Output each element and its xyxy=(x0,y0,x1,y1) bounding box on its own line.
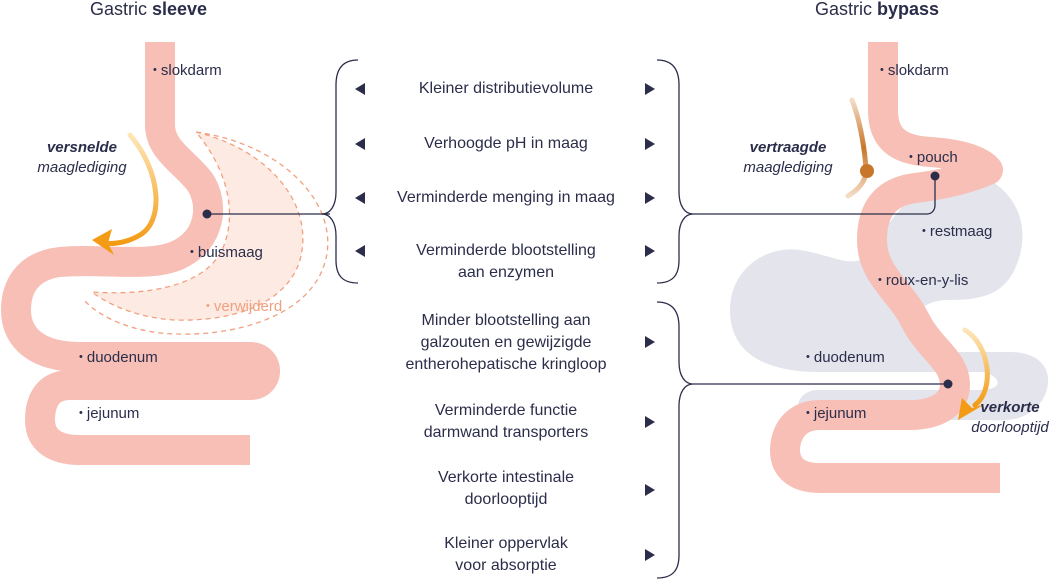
sleeve-gut xyxy=(1,42,280,465)
bypass-arrowhead xyxy=(958,398,985,420)
label-sleeve-removed: verwijderd xyxy=(206,298,282,317)
sleeve-title-bold: sleeve xyxy=(152,0,208,19)
removed-stomach-region xyxy=(89,130,304,321)
removed-stomach-outer-dash xyxy=(83,131,329,335)
bypass-transit-arrow xyxy=(962,327,990,408)
sleeve-note-bold: versnelde xyxy=(46,139,118,156)
bypass-title-prefix: Gastric xyxy=(815,0,878,19)
bypass-effect-4: Kleiner oppervlak voor absorptie xyxy=(375,533,637,577)
bypass-effect-4-line1: Kleiner oppervlak xyxy=(444,535,568,552)
bypass-effect-2-line1: Verminderde functie xyxy=(434,402,578,419)
triangle-right-3 xyxy=(645,192,655,204)
bypass-effect-1-line3: entherohepatische kringloop xyxy=(405,356,607,373)
label-sleeve-tube-stomach: buismaag xyxy=(190,244,263,263)
bypass-note-italic: maaglediging xyxy=(743,159,833,176)
label-bypass-remnant: restmaag xyxy=(922,223,993,242)
triangle-bypass-4 xyxy=(645,549,655,561)
bypass-limb-joint xyxy=(860,164,874,178)
bypass-limb-line xyxy=(845,97,869,199)
sleeve-emptying-arrow xyxy=(102,132,159,246)
sleeve-title: Gastric sleeve xyxy=(90,0,207,20)
bypass-effect-3-line1: Verkorte intestinale xyxy=(437,469,575,486)
bypass-effect-1-line1: Minder blootstelling aan xyxy=(421,312,591,329)
bypass-title-bold: bypass xyxy=(877,0,940,19)
sleeve-title-prefix: Gastric xyxy=(90,0,153,19)
bypass-effect-1-line2: galzouten en gewijzigde xyxy=(420,334,592,351)
sleeve-arrowhead xyxy=(92,229,114,255)
shared-effects-bracket-right xyxy=(656,59,694,284)
triangle-right-4 xyxy=(645,245,655,257)
shared-effect-1-line1: Kleiner distributievolume xyxy=(418,80,594,97)
label-bypass-roux-limb: roux-en-y-lis xyxy=(878,272,969,291)
label-bypass-pouch: pouch xyxy=(909,149,958,168)
label-bypass-esophagus: slokdarm xyxy=(880,62,949,81)
shared-effect-2-line1: Verhoogde pH in maag xyxy=(424,135,588,152)
bypass-effect-2-line2: darmwand transporters xyxy=(423,424,589,441)
shared-effect-4-line1: Verminderde blootstelling xyxy=(416,242,596,259)
label-sleeve-duodenum: duodenum xyxy=(79,349,158,368)
bypass-transit-note: verkorte doorlooptijd xyxy=(960,398,1060,438)
triangle-left-4 xyxy=(355,245,365,257)
triangle-left-3 xyxy=(355,192,365,204)
triangle-bypass-3 xyxy=(645,484,655,496)
shared-effect-3: Verminderde menging in maag xyxy=(375,187,637,209)
bypass-note-bold: vertraagde xyxy=(749,139,827,156)
bypass-pouch-connector xyxy=(693,176,936,215)
bypass-note2-italic: doorlooptijd xyxy=(971,419,1049,436)
bypass-effect-2: Verminderde functie darmwand transporter… xyxy=(375,400,637,444)
shared-effect-3-line1: Verminderde menging in maag xyxy=(397,189,615,206)
shared-effect-2: Verhoogde pH in maag xyxy=(375,133,637,155)
bypass-effect-1: Minder blootstelling aan galzouten en ge… xyxy=(375,310,637,376)
triangle-bypass-1 xyxy=(645,336,655,348)
shared-effect-1: Kleiner distributievolume xyxy=(375,78,637,100)
label-sleeve-esophagus: slokdarm xyxy=(153,62,222,81)
label-bypass-jejunum: jejunum xyxy=(806,405,867,424)
label-sleeve-jejunum: jejunum xyxy=(79,405,140,424)
bypass-effects-bracket xyxy=(656,301,694,579)
bypass-effect-3-line2: doorlooptijd xyxy=(464,491,548,508)
shared-effect-4: Verminderde blootstelling aan enzymen xyxy=(375,240,637,284)
bypass-effect-4-line2: voor absorptie xyxy=(455,557,557,574)
sleeve-note-italic: maaglediging xyxy=(37,159,127,176)
sleeve-emptying-note: versnelde maaglediging xyxy=(22,138,142,178)
triangle-left-1 xyxy=(355,83,365,95)
label-bypass-duodenum: duodenum xyxy=(806,349,885,368)
bypass-emptying-note: vertraagde maaglediging xyxy=(728,138,848,178)
bypass-title: Gastric bypass xyxy=(815,0,939,20)
triangle-left-2 xyxy=(355,138,365,150)
shared-effect-4-line2: aan enzymen xyxy=(457,264,555,281)
bypass-note2-bold: verkorte xyxy=(980,399,1040,416)
triangle-right-1 xyxy=(645,83,655,95)
triangle-bypass-2 xyxy=(645,416,655,428)
triangle-right-2 xyxy=(645,138,655,150)
bypass-effect-3: Verkorte intestinale doorlooptijd xyxy=(375,467,637,511)
shared-effects-bracket-left xyxy=(321,59,359,284)
